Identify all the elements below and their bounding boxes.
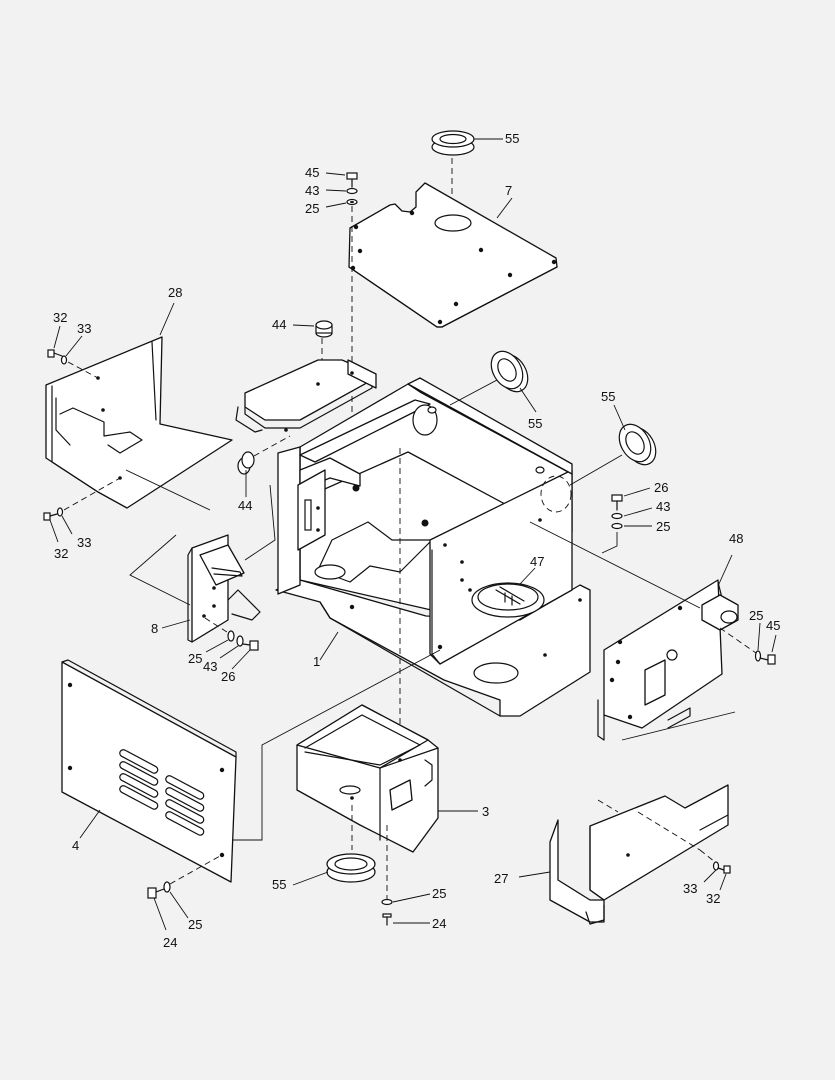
screw-washer-front-panel — [147, 855, 221, 931]
callout-48: 48 — [729, 531, 743, 546]
callout-33: 33 — [77, 321, 91, 336]
main-frame-1 — [275, 377, 591, 762]
callout-3: 3 — [482, 804, 489, 819]
grommet-55-bottom — [292, 853, 376, 886]
screw-washer-right — [719, 622, 777, 665]
callout-45: 45 — [766, 618, 780, 633]
callout-32: 32 — [706, 891, 720, 906]
callout-25: 25 — [305, 201, 319, 216]
callout-26: 26 — [221, 669, 235, 684]
callout-7: 7 — [505, 183, 512, 198]
callout-25: 25 — [656, 519, 670, 534]
side-panel-48 — [529, 521, 739, 741]
upper-bracket — [235, 359, 377, 433]
callout-labels: 55 7 45 43 25 28 32 33 44 55 55 26 43 25… — [53, 131, 780, 950]
callout-43: 43 — [203, 659, 217, 674]
bolt-stack-right — [601, 487, 653, 554]
grommet-55-right — [569, 404, 657, 486]
vent-louvers — [119, 749, 205, 836]
callout-24: 24 — [163, 935, 177, 950]
cover-plate-47 — [471, 567, 545, 618]
callout-26: 26 — [654, 480, 668, 495]
callout-55: 55 — [505, 131, 519, 146]
bolt-stack-top — [325, 172, 358, 612]
callout-33: 33 — [77, 535, 91, 550]
top-cover-plate-7 — [348, 182, 558, 328]
front-panel-4 — [61, 649, 441, 883]
screw-washer-left-top — [47, 325, 99, 379]
callout-55: 55 — [601, 389, 615, 404]
callout-25: 25 — [188, 651, 202, 666]
callout-25: 25 — [749, 608, 763, 623]
rear-cover-27 — [518, 784, 729, 925]
screw-washer-bottom — [381, 893, 431, 926]
callout-25: 25 — [432, 886, 446, 901]
screw-washer-rear-cover — [703, 861, 731, 891]
callout-44: 44 — [238, 498, 252, 513]
callout-55: 55 — [272, 877, 286, 892]
callout-4: 4 — [72, 838, 79, 853]
callout-55: 55 — [528, 416, 542, 431]
callout-47: 47 — [530, 554, 544, 569]
callout-28: 28 — [168, 285, 182, 300]
grommet-55-mid — [449, 350, 537, 413]
callout-33: 33 — [683, 881, 697, 896]
callout-45: 45 — [305, 165, 319, 180]
callout-1: 1 — [313, 654, 320, 669]
callout-44: 44 — [272, 317, 286, 332]
callout-32: 32 — [53, 310, 67, 325]
callout-43: 43 — [305, 183, 319, 198]
callout-8: 8 — [151, 621, 158, 636]
callout-24: 24 — [432, 916, 446, 931]
callout-32: 32 — [54, 546, 68, 561]
control-box-3 — [296, 704, 478, 900]
callout-43: 43 — [656, 499, 670, 514]
bolt-stack-left — [204, 617, 259, 670]
grommet-55-top — [431, 130, 503, 208]
callout-27: 27 — [494, 871, 508, 886]
grommet-44-lower — [237, 435, 291, 497]
screw-washer-left-bottom — [43, 477, 121, 543]
side-panel-28 — [45, 302, 233, 511]
callout-25: 25 — [188, 917, 202, 932]
bracket-8 — [129, 484, 276, 643]
